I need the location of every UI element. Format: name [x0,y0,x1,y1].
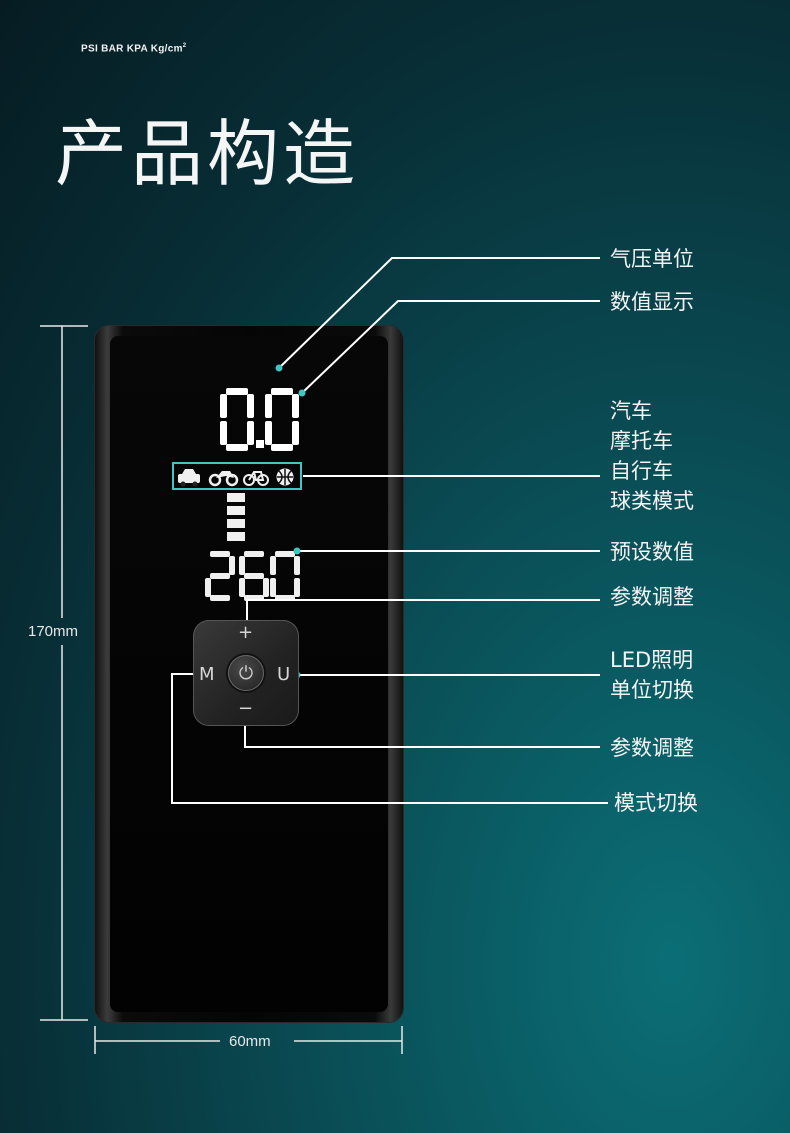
pressure-level-bar [227,493,245,541]
width-dimension [94,1026,403,1054]
label-mode-car: 汽车 [610,399,652,423]
callout-unit [278,257,600,369]
car-icon [178,469,200,487]
current-value-display [220,388,299,451]
ball-icon [276,468,294,486]
preset-value-display [205,551,300,601]
callout-adjust-bottom [244,710,600,748]
mode-button[interactable]: M [199,664,215,685]
callout-mode-switch [171,673,608,804]
unit-text: PSI BAR KPA Kg/cm [81,43,183,55]
height-label: 170mm [28,623,79,640]
height-dimension [40,325,88,1021]
label-preset-value: 预设数值 [610,540,694,564]
callout-lines [171,257,608,804]
callout-value [301,300,600,394]
minus-button[interactable]: − [238,698,254,719]
power-icon: ⏻ [238,662,254,684]
callout-adjust-top [246,599,600,640]
label-mode-motorcycle: 摩托车 [610,429,673,453]
label-mode-ball: 球类模式 [610,489,694,513]
label-adjust-bottom: 参数调整 [610,736,694,760]
label-value-display: 数值显示 [610,290,694,314]
label-pressure-unit: 气压单位 [610,247,694,271]
mode-icons [178,468,294,487]
plus-button[interactable]: + [238,622,254,643]
mode-icons-highlight [172,462,302,490]
width-label: 60mm [229,1033,271,1050]
page-title: 产品构造 [55,112,360,196]
power-button[interactable]: ⏻ [228,655,264,691]
label-mode-switch: 模式切换 [614,791,698,815]
bicycle-icon [243,471,269,486]
label-adjust-top: 参数调整 [610,585,694,609]
pressure-unit-indicators: PSI BAR KPA Kg/cm2 [81,43,186,54]
label-led: LED照明 [610,648,694,672]
unit-superscript: 2 [182,43,187,49]
label-mode-bicycle: 自行车 [610,459,673,483]
unit-button[interactable]: U [277,664,291,685]
motorcycle-icon [208,471,239,487]
label-unit-switch: 单位切换 [610,678,694,702]
